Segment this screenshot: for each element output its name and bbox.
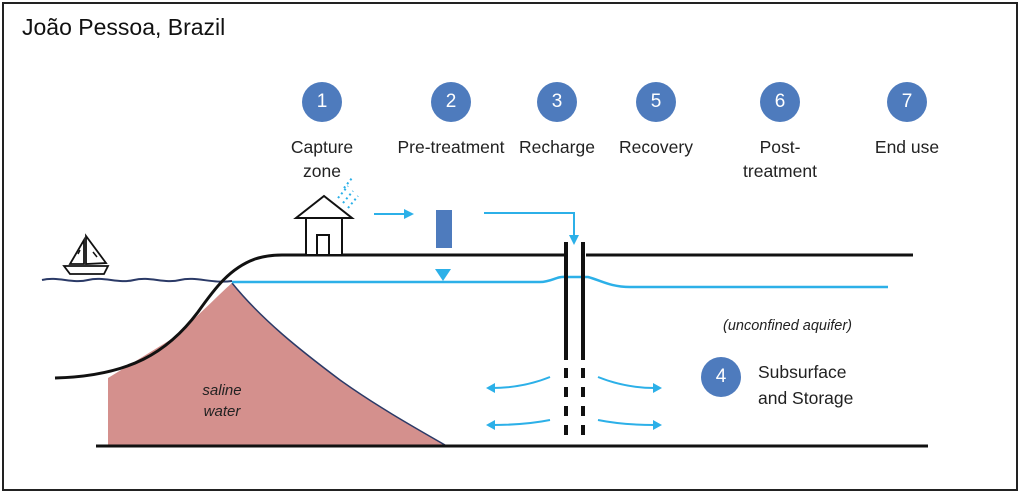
step-badge: 5 bbox=[636, 82, 676, 122]
water-table bbox=[232, 275, 888, 289]
sea-surface bbox=[41, 277, 233, 283]
step-label: End use bbox=[874, 137, 940, 157]
step-recovery: 5 Recovery bbox=[591, 82, 721, 159]
step-badge-storage: 4 bbox=[701, 357, 741, 397]
pretreatment-tank bbox=[436, 210, 452, 248]
diagram-frame bbox=[2, 2, 1018, 491]
step-label: Recovery bbox=[619, 137, 693, 157]
injection-flow-arrows bbox=[486, 376, 662, 430]
step-badge: 1 bbox=[302, 82, 342, 122]
step-pre-treatment: 2 Pre-treatment bbox=[386, 82, 516, 159]
storage-label: Subsurface and Storage bbox=[758, 362, 854, 408]
step-label: Pre-treatment bbox=[397, 137, 505, 157]
sailboat-icon bbox=[62, 233, 110, 275]
aquifer-label: (unconfined aquifer) bbox=[723, 318, 852, 334]
step-label: Recharge bbox=[519, 137, 595, 157]
saline-water-label: saline water bbox=[202, 382, 242, 420]
diagram-title: João Pessoa, Brazil bbox=[22, 14, 226, 40]
rain-icon bbox=[337, 177, 359, 209]
step-badge: 7 bbox=[887, 82, 927, 122]
house-icon bbox=[293, 194, 355, 256]
saline-water-wedge bbox=[108, 283, 445, 445]
step-label: Post-treatment bbox=[743, 137, 817, 181]
step-recharge: 3 Recharge bbox=[492, 82, 622, 159]
step-end-use: 7 End use bbox=[842, 82, 972, 159]
step-badge: 2 bbox=[431, 82, 471, 122]
saline-interface-line bbox=[231, 282, 446, 446]
transfer-arrows bbox=[374, 209, 579, 245]
step-post-treatment: 6 Post-treatment bbox=[715, 82, 845, 183]
step-badge: 6 bbox=[760, 82, 800, 122]
ground-surface bbox=[54, 253, 566, 380]
water-table-marker bbox=[435, 269, 451, 281]
step-badge: 3 bbox=[537, 82, 577, 122]
